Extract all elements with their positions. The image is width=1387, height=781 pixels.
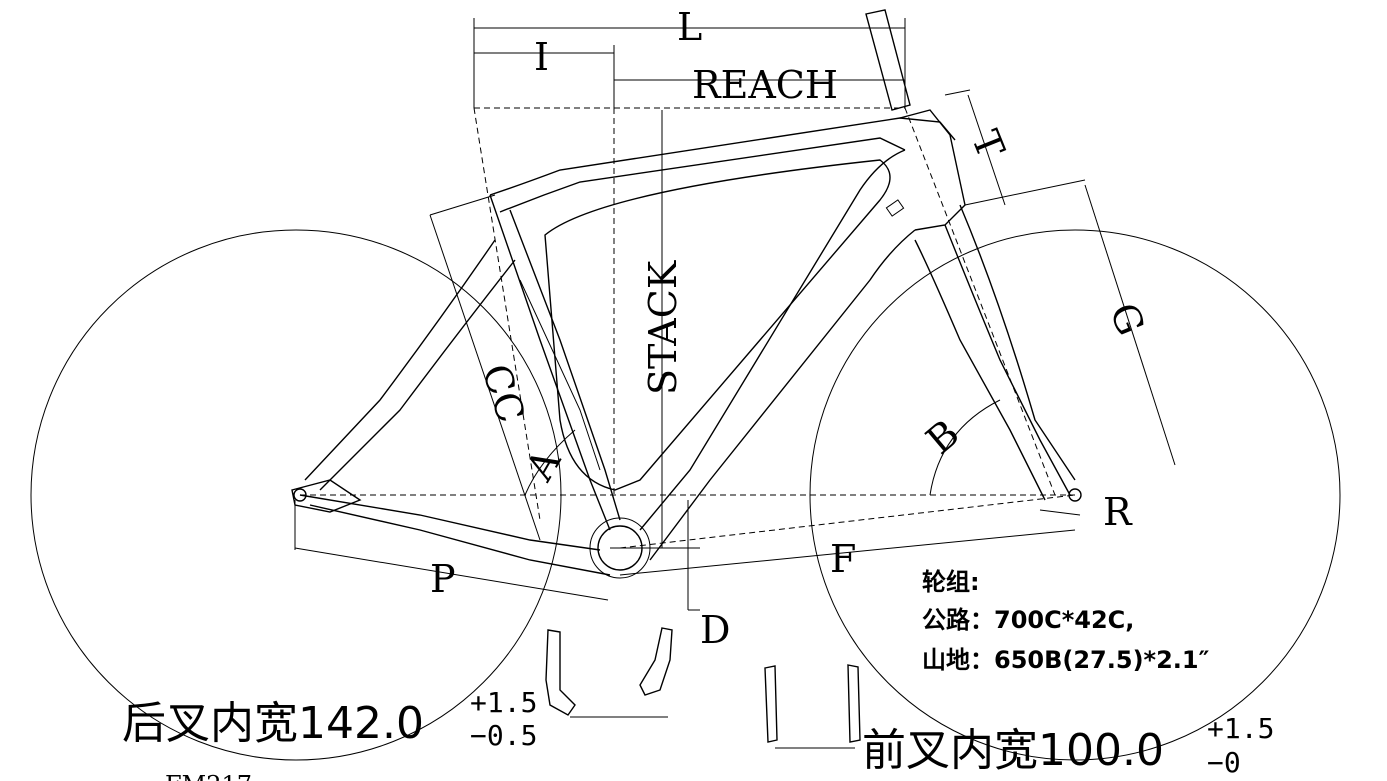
front-spacing-label: 前叉内宽100.0	[862, 725, 1164, 776]
wheelset-road: 公路：700C*42C,	[922, 606, 1134, 634]
dimension-lines	[294, 18, 1176, 749]
front-spacing-note: 前叉内宽100.0 +1.5 −0	[862, 712, 1274, 779]
dim-label-reach: REACH	[692, 63, 838, 107]
dim-label-stack: STACK	[641, 260, 685, 395]
wheelset-heading: 轮组:	[922, 568, 980, 596]
dim-label-T: T	[963, 124, 1013, 164]
rear-spacing-tol-minus: −0.5	[470, 719, 537, 752]
wheelset-note: 轮组: 公路：700C*42C, 山地：650B(27.5)*2.1″	[922, 568, 1210, 674]
front-spacing-tol-minus: −0	[1207, 746, 1241, 779]
reference-lines	[300, 107, 1076, 549]
dropout-details	[545, 627, 861, 743]
dim-label-CC: CC	[473, 359, 533, 428]
dim-label-P: P	[430, 557, 456, 601]
bike-frame	[291, 9, 1082, 579]
wheelset-mtb: 山地：650B(27.5)*2.1″	[922, 646, 1210, 674]
dim-label-D: D	[700, 608, 730, 652]
rear-spacing-label: 后叉内宽142.0	[122, 698, 424, 749]
dim-label-L: L	[677, 5, 702, 49]
dim-label-I: I	[534, 35, 549, 79]
rear-spacing-note: 后叉内宽142.0 +1.5 −0.5	[122, 686, 537, 752]
dim-label-F: F	[830, 537, 856, 581]
footer-code: FM217	[165, 771, 252, 781]
dim-label-B: B	[918, 411, 968, 463]
rear-spacing-tol-plus: +1.5	[470, 686, 537, 719]
front-spacing-tol-plus: +1.5	[1207, 712, 1274, 745]
dim-label-R: R	[1103, 490, 1133, 534]
dim-label-A: A	[517, 441, 570, 488]
dim-label-G: G	[1101, 297, 1153, 342]
